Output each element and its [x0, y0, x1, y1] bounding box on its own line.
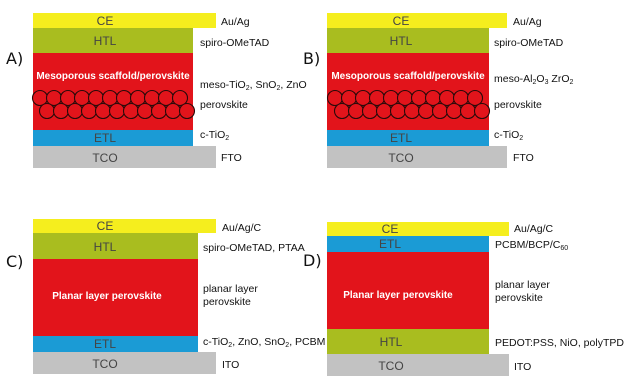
panel-a-ce-material: Au/Ag — [221, 16, 250, 28]
panel-a-etl-layer — [33, 130, 193, 146]
mesoporous-bead — [431, 102, 449, 120]
mesoporous-bead — [66, 102, 84, 120]
panel-b-body-label: Mesoporous scaffold/perovskite — [331, 71, 485, 82]
panel-d-body-material-line1: planar layer — [495, 279, 550, 291]
panel-b-etl-label: ETL — [390, 131, 412, 145]
mesoporous-bead — [347, 102, 365, 120]
panel-b-tco-layer — [327, 146, 507, 168]
panel-c-etl-label: ETL — [94, 337, 116, 351]
mesoporous-bead — [108, 102, 126, 120]
panel-c-tco-layer — [33, 352, 216, 374]
panel-b-etl-layer — [327, 130, 489, 146]
panel-d-body-label: Planar layer perovskite — [343, 290, 453, 301]
panel-a-body-label: Mesoporous scaffold/perovskite — [36, 71, 190, 82]
panel-a-etl-material: c-TiO2 — [200, 129, 229, 142]
panel-c-tco-material: ITO — [222, 359, 239, 371]
panel-d-htl-material: PEDOT:PSS, NiO, polyTPD — [495, 337, 624, 349]
panel-c-etl-material: c-TiO2, ZnO, SnO2, PCBM — [203, 336, 325, 349]
panel-c: C) CE HTL Planar layer perovskite ETL TC… — [6, 219, 325, 374]
panel-a-tco-material: FTO — [221, 152, 242, 164]
panel-a-ce-layer — [33, 13, 216, 28]
mesoporous-bead — [375, 102, 393, 120]
panel-c-letter: C) — [6, 252, 23, 271]
mesoporous-bead — [417, 102, 435, 120]
panel-d-htl-label: HTL — [380, 335, 403, 349]
panel-d-tco-label: TCO — [378, 359, 403, 373]
panel-d-ce-label: CE — [382, 222, 399, 236]
panel-a-etl-label: ETL — [94, 131, 116, 145]
panel-b-htl-layer — [327, 28, 489, 53]
panel-d-ce-material: Au/Ag/C — [514, 223, 554, 235]
mesoporous-bead — [52, 102, 70, 120]
panel-d-ce-layer — [327, 222, 509, 236]
panel-b-ce-label: CE — [393, 14, 410, 28]
panel-b-tco-material: FTO — [513, 152, 534, 164]
panel-c-body-label: Planar layer perovskite — [52, 291, 162, 302]
panel-d-tco-layer — [327, 354, 509, 376]
panel-a-letter: A) — [6, 49, 23, 68]
panel-c-htl-material: spiro-OMeTAD, PTAA — [203, 242, 305, 254]
mesoporous-bead — [122, 102, 140, 120]
panel-c-body-material-line1: planar layer — [203, 283, 258, 295]
panel-b-mesoporous-beads — [326, 89, 491, 120]
panel-a-mesoporous-beads — [31, 89, 196, 120]
panel-a: A) CE HTL Mesoporous scaffold/perovskite… — [6, 13, 307, 168]
mesoporous-bead — [389, 102, 407, 120]
panel-d-etl-material: PCBM/BCP/C60 — [495, 239, 568, 252]
panel-c-etl-layer — [33, 336, 198, 352]
mesoporous-bead — [150, 102, 168, 120]
mesoporous-bead — [466, 89, 484, 107]
panel-c-ce-layer — [33, 219, 216, 233]
panel-c-perovskite-layer — [33, 259, 198, 336]
mesoporous-bead — [333, 102, 351, 120]
mesoporous-bead — [171, 89, 189, 107]
panel-d-tco-material: ITO — [514, 361, 531, 373]
panel-a-tco-label: TCO — [92, 151, 117, 165]
mesoporous-bead — [94, 102, 112, 120]
panel-b-scaffold-material: meso-Al2O3 ZrO2 — [494, 73, 574, 86]
panel-d: D) CE ETL Planar layer perovskite HTL TC… — [303, 222, 624, 376]
panel-d-letter: D) — [303, 251, 322, 270]
mesoporous-bead — [403, 102, 421, 120]
panel-b-tco-label: TCO — [388, 151, 413, 165]
panel-b: B) CE HTL Mesoporous scaffold/perovskite… — [303, 13, 574, 168]
mesoporous-bead — [38, 102, 56, 120]
mesoporous-bead — [136, 102, 154, 120]
mesoporous-bead — [473, 102, 491, 120]
panel-c-tco-label: TCO — [92, 357, 117, 371]
panel-d-etl-label: ETL — [379, 237, 401, 251]
panel-a-scaffold-material: meso-TiO2, SnO2, ZnO — [200, 79, 307, 92]
panel-b-ce-material: Au/Ag — [513, 16, 542, 28]
panel-a-htl-material: spiro-OMeTAD — [200, 37, 270, 49]
mesoporous-bead — [80, 102, 98, 120]
panel-c-ce-label: CE — [97, 219, 114, 233]
panel-c-body-material-line2: perovskite — [203, 296, 251, 308]
panel-c-ce-material: Au/Ag/C — [222, 222, 262, 234]
mesoporous-bead — [178, 102, 196, 120]
panel-c-htl-label: HTL — [94, 240, 117, 254]
panel-a-tco-layer — [33, 146, 216, 168]
mesoporous-bead — [445, 102, 463, 120]
panel-a-ce-label: CE — [97, 14, 114, 28]
panel-d-htl-layer — [327, 329, 489, 354]
panel-d-perovskite-layer — [327, 252, 489, 329]
panel-b-etl-material: c-TiO2 — [494, 129, 523, 142]
panel-b-letter: B) — [303, 49, 320, 68]
panel-b-perovskite-material: perovskite — [494, 99, 542, 111]
panel-b-htl-material: spiro-OMeTAD — [494, 37, 564, 49]
panel-d-body-material-line2: perovskite — [495, 292, 543, 304]
panel-b-htl-label: HTL — [390, 34, 413, 48]
mesoporous-bead — [361, 102, 379, 120]
panel-a-htl-layer — [33, 28, 193, 53]
mesoporous-bead — [164, 102, 182, 120]
panel-d-etl-layer — [327, 236, 489, 252]
panel-b-ce-layer — [327, 13, 507, 28]
mesoporous-bead — [459, 102, 477, 120]
panel-a-htl-label: HTL — [94, 34, 117, 48]
panel-c-htl-layer — [33, 233, 198, 259]
panel-a-perovskite-material: perovskite — [200, 99, 248, 111]
